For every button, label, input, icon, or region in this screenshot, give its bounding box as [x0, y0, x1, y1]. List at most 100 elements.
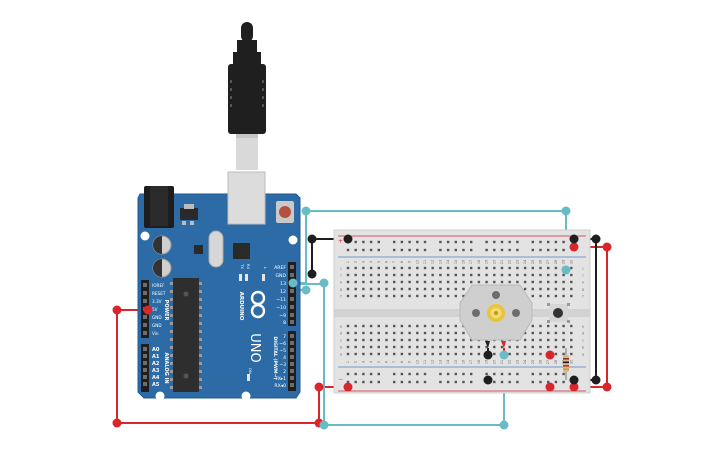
breadboard-hole[interactable] — [439, 287, 442, 291]
breadboard-hole[interactable] — [562, 372, 565, 376]
breadboard-hole[interactable] — [485, 273, 488, 277]
breadboard-hole[interactable] — [393, 273, 396, 277]
breadboard-hole[interactable] — [416, 266, 419, 270]
breadboard-hole[interactable] — [485, 240, 488, 244]
breadboard-hole[interactable] — [508, 248, 511, 252]
breadboard-hole[interactable] — [439, 352, 442, 356]
breadboard-hole[interactable] — [539, 372, 542, 376]
breadboard-hole[interactable] — [400, 380, 404, 384]
breadboard-hole[interactable] — [539, 294, 542, 298]
breadboard-hole[interactable] — [362, 380, 365, 384]
breadboard-hole[interactable] — [346, 324, 350, 328]
breadboard-hole[interactable] — [431, 331, 434, 335]
breadboard-hole[interactable] — [531, 280, 534, 284]
arduino-board[interactable]: IOREF RESET 3.3V 5V GND GND Vin A0 A1 A2… — [137, 171, 301, 401]
breadboard-hole[interactable] — [408, 287, 411, 291]
breadboard-hole[interactable] — [423, 266, 427, 270]
breadboard-hole[interactable] — [346, 331, 350, 335]
breadboard-hole[interactable] — [393, 380, 396, 384]
breadboard-hole[interactable] — [562, 338, 565, 342]
breadboard-hole[interactable] — [385, 266, 388, 270]
wire-end-red[interactable] — [143, 305, 153, 315]
breadboard-hole[interactable] — [470, 273, 473, 277]
breadboard-hole[interactable] — [400, 280, 404, 284]
breadboard-hole[interactable] — [354, 287, 357, 291]
breadboard-hole[interactable] — [354, 280, 357, 284]
breadboard-hole[interactable] — [423, 338, 427, 342]
breadboard-hole[interactable] — [408, 266, 411, 270]
breadboard-hole[interactable] — [423, 331, 427, 335]
breadboard-hole[interactable] — [431, 352, 434, 356]
breadboard-hole[interactable] — [446, 338, 450, 342]
breadboard-hole[interactable] — [508, 266, 511, 270]
breadboard-hole[interactable] — [377, 248, 380, 252]
breadboard-hole[interactable] — [516, 266, 519, 270]
breadboard-hole[interactable] — [393, 338, 396, 342]
breadboard-hole[interactable] — [500, 248, 504, 252]
breadboard-hole[interactable] — [539, 352, 542, 356]
wire-end-red[interactable] — [569, 242, 579, 252]
wire-end-red[interactable] — [112, 418, 122, 428]
breadboard-hole[interactable] — [408, 273, 411, 277]
breadboard-hole[interactable] — [416, 338, 419, 342]
breadboard-hole[interactable] — [531, 248, 534, 252]
breadboard-hole[interactable] — [362, 273, 365, 277]
breadboard-hole[interactable] — [377, 345, 380, 349]
breadboard-hole[interactable] — [462, 345, 465, 349]
breadboard-hole[interactable] — [547, 280, 550, 284]
breadboard-hole[interactable] — [547, 240, 550, 244]
breadboard-hole[interactable] — [416, 287, 419, 291]
breadboard-hole[interactable] — [454, 338, 457, 342]
breadboard-hole[interactable] — [516, 345, 519, 349]
breadboard-hole[interactable] — [570, 266, 573, 270]
breadboard-hole[interactable] — [416, 280, 419, 284]
breadboard-hole[interactable] — [454, 324, 457, 328]
breadboard-hole[interactable] — [531, 338, 534, 342]
breadboard-hole[interactable] — [346, 287, 350, 291]
breadboard-hole[interactable] — [523, 338, 527, 342]
breadboard-hole[interactable] — [354, 352, 357, 356]
breadboard-hole[interactable] — [369, 345, 373, 349]
breadboard-hole[interactable] — [485, 248, 488, 252]
wire-end-teal[interactable] — [561, 206, 571, 216]
breadboard-hole[interactable] — [562, 294, 565, 298]
breadboard-hole[interactable] — [523, 273, 527, 277]
wire-end-black[interactable] — [307, 269, 317, 279]
breadboard-hole[interactable] — [385, 352, 388, 356]
breadboard-hole[interactable] — [400, 273, 404, 277]
breadboard-hole[interactable] — [539, 266, 542, 270]
breadboard-hole[interactable] — [523, 345, 527, 349]
breadboard-hole[interactable] — [531, 266, 534, 270]
breadboard-hole[interactable] — [369, 266, 373, 270]
breadboard-hole[interactable] — [408, 324, 411, 328]
breadboard-hole[interactable] — [454, 331, 457, 335]
breadboard-hole[interactable] — [439, 338, 442, 342]
breadboard-hole[interactable] — [377, 352, 380, 356]
breadboard-hole[interactable] — [346, 380, 350, 384]
breadboard-hole[interactable] — [362, 324, 365, 328]
breadboard-hole[interactable] — [446, 280, 450, 284]
breadboard-hole[interactable] — [446, 331, 450, 335]
breadboard-hole[interactable] — [539, 287, 542, 291]
breadboard-hole[interactable] — [547, 287, 550, 291]
breadboard-hole[interactable] — [554, 345, 558, 349]
breadboard-hole[interactable] — [393, 280, 396, 284]
breadboard-hole[interactable] — [554, 266, 558, 270]
breadboard-hole[interactable] — [362, 240, 365, 244]
breadboard-hole[interactable] — [523, 331, 527, 335]
breadboard-hole[interactable] — [562, 352, 565, 356]
breadboard-hole[interactable] — [354, 248, 357, 252]
breadboard-hole[interactable] — [500, 372, 504, 376]
breadboard-hole[interactable] — [416, 331, 419, 335]
breadboard-hole[interactable] — [554, 324, 558, 328]
breadboard-hole[interactable] — [562, 240, 565, 244]
breadboard-hole[interactable] — [554, 372, 558, 376]
breadboard-hole[interactable] — [493, 273, 496, 277]
breadboard-hole[interactable] — [354, 266, 357, 270]
breadboard-hole[interactable] — [362, 352, 365, 356]
breadboard-hole[interactable] — [431, 324, 434, 328]
breadboard-hole[interactable] — [539, 280, 542, 284]
breadboard-hole[interactable] — [485, 345, 488, 349]
wire-end-black[interactable] — [569, 234, 579, 244]
breadboard-hole[interactable] — [354, 273, 357, 277]
